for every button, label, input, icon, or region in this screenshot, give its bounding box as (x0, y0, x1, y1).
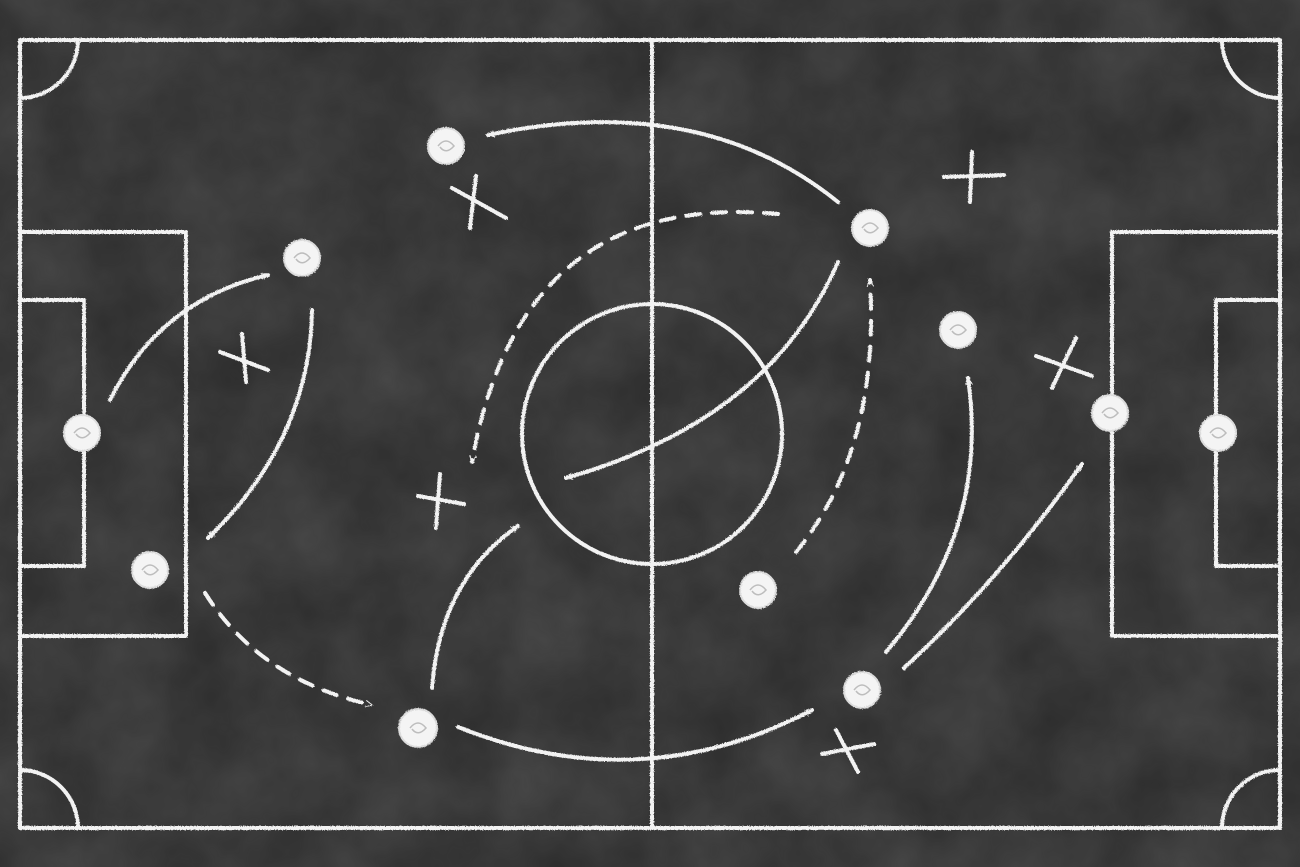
run-arrows (203, 210, 875, 708)
arrow-right-top-to-left-top (486, 120, 840, 204)
corner-arc-top-right (1220, 38, 1282, 100)
cross-icon (218, 332, 270, 384)
player-marker (843, 671, 881, 709)
player-marker (283, 239, 321, 277)
pass-arrows (108, 120, 1084, 762)
arrow-gk-to-left-top (108, 272, 270, 402)
arrow-right-bottom-to-right-forward (902, 462, 1084, 670)
cross-icon (416, 472, 466, 530)
dashed-left-bottom-to-mid-bottom (203, 591, 374, 708)
center-circle (520, 302, 784, 566)
dashed-right-top-to-left-center (469, 210, 780, 464)
player-marker (939, 311, 977, 349)
arrow-right-top-to-center (564, 260, 840, 480)
opponent-markers (218, 150, 1094, 774)
corner-arc-top-left (18, 38, 80, 100)
corner-arc-bottom-right (1220, 768, 1282, 830)
arrow-right-bottom-to-right-mid (884, 376, 974, 654)
player-marker (739, 571, 777, 609)
player-marker (1091, 394, 1129, 432)
arrow-mid-bottom-to-right-bottom (456, 708, 814, 762)
player-marker (427, 127, 465, 165)
corner-arc-bottom-left (18, 768, 80, 830)
cross-icon (1034, 336, 1094, 390)
player-marker (131, 551, 169, 589)
player-marker (851, 209, 889, 247)
cross-icon (942, 150, 1006, 204)
player-marker (1199, 414, 1237, 452)
arrow-mid-bottom-up (430, 524, 520, 690)
cross-icon (450, 174, 508, 230)
arrow-left-top-to-left-bottom (206, 308, 314, 540)
dashed-right-low-to-right-top (794, 278, 875, 554)
player-marker (398, 708, 438, 748)
player-marker (63, 414, 101, 452)
players (63, 127, 1237, 748)
cross-icon (820, 728, 876, 774)
